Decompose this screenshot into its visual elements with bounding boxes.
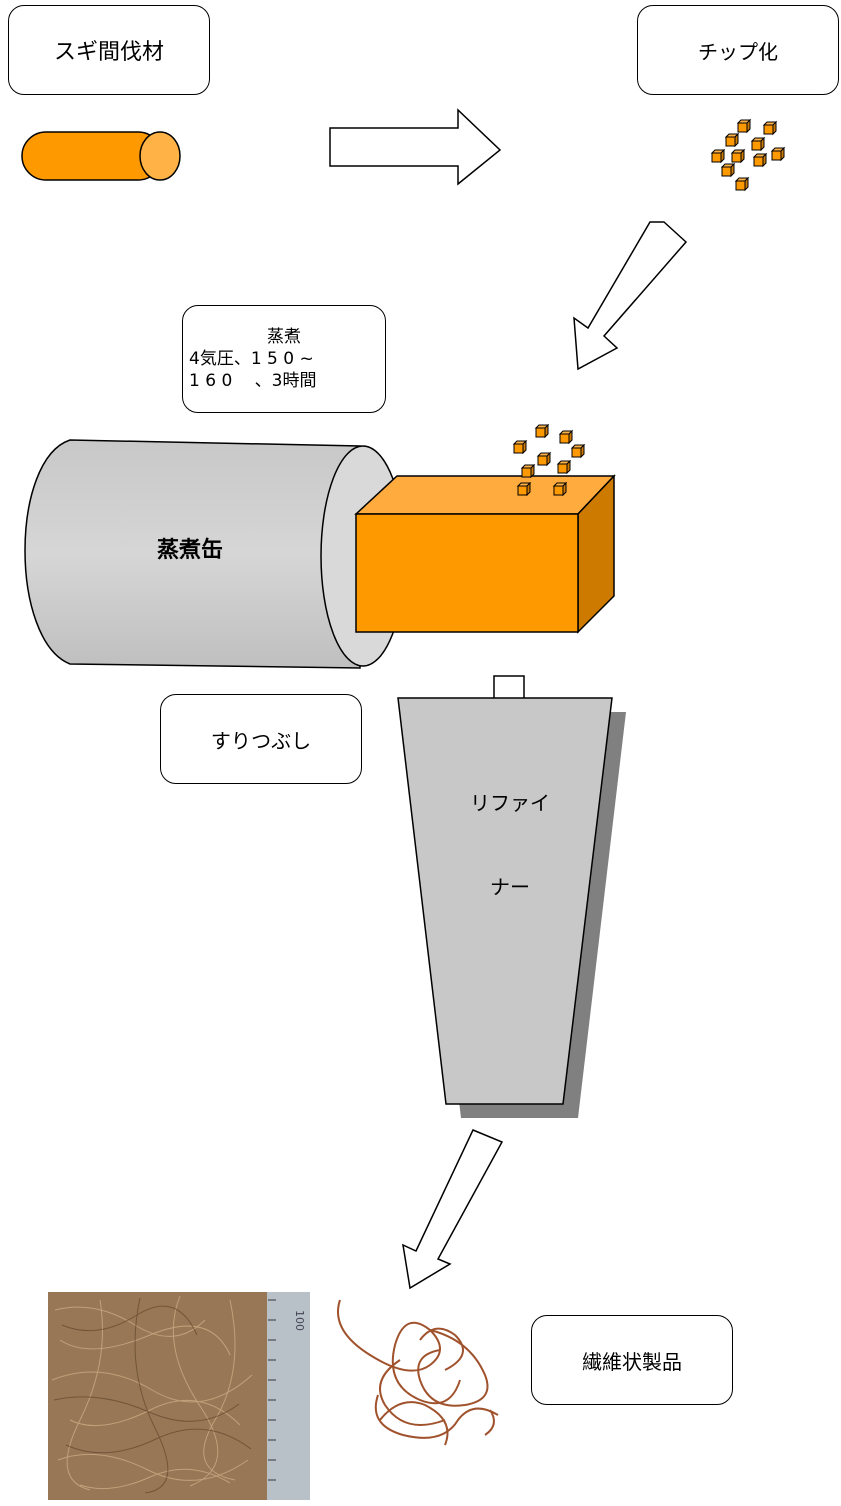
step-fiber-product: 繊維状製品 — [531, 1315, 733, 1405]
arrow-down-left-icon — [573, 221, 688, 371]
step-label: すりつぶし — [210, 728, 312, 753]
ruler-number: 100 — [293, 1309, 306, 1331]
step-chipping: チップ化 — [637, 5, 839, 95]
fiber-product-photo — [48, 1292, 310, 1500]
arrow-right-icon — [329, 108, 502, 186]
wood-chips-cluster — [711, 119, 785, 191]
refiner-hopper — [397, 697, 626, 1118]
step-label: スギ間伐材 — [53, 40, 164, 65]
step-condition-line2: 1 6 0 、3時間 — [189, 371, 317, 391]
step-label: チップ化 — [698, 39, 778, 64]
step-condition-line1: 4気圧、1 5 0 ~ — [189, 349, 314, 369]
step-grinding: すりつぶし — [160, 694, 362, 784]
step-steaming: 蒸煮 4気圧、1 5 0 ~ 1 6 0 、3時間 — [182, 305, 386, 413]
log-cylinder — [21, 131, 181, 181]
step-title: 蒸煮 — [267, 327, 301, 347]
kettle-label: 蒸煮缶 — [156, 538, 223, 563]
refiner-label: リファイ ナー — [430, 733, 590, 929]
refiner-label-line2: ナー — [490, 875, 530, 899]
step-sugi-thinned-wood: スギ間伐材 — [8, 5, 210, 95]
refiner-label-line1: リファイ — [470, 791, 550, 815]
fiber-tangle-icon — [337, 1299, 499, 1446]
arrow-down-left-icon — [402, 1129, 504, 1290]
step-label: 繊維状製品 — [582, 1349, 682, 1374]
chip-container-box — [354, 474, 616, 634]
